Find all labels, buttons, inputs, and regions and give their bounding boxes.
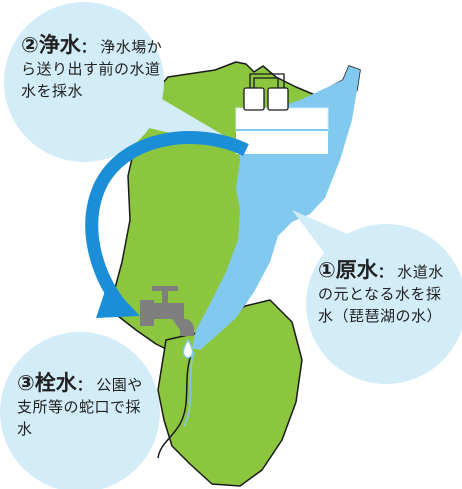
cycle-arrow-icon xyxy=(85,131,249,318)
label-tap-water: ③栓水：公園や支所等の蛇口で採水 xyxy=(17,372,153,440)
label-purified-water: ②浄水：浄水場から送り出す前の水道水を採水 xyxy=(21,34,167,102)
label-heading: ③栓水 xyxy=(17,371,77,395)
treatment-plant-icon xyxy=(235,73,329,154)
creek-line-inner xyxy=(183,351,195,427)
bubble-raw xyxy=(292,210,462,384)
label-separator: ： xyxy=(80,38,97,56)
label-body: 水道水の元となる水を採水（琵琶湖の水） xyxy=(318,263,444,325)
faucet-icon xyxy=(140,286,194,336)
label-separator: ： xyxy=(76,376,93,394)
label-body: 浄水場から送り出す前の水道水を採水 xyxy=(21,38,163,100)
bubble-tap xyxy=(0,332,160,489)
creek-line xyxy=(157,351,193,459)
label-body: 公園や支所等の蛇口で採水 xyxy=(17,376,143,438)
label-heading: ②浄水 xyxy=(21,33,81,57)
label-heading: ①原水 xyxy=(318,258,378,282)
water-drop-icon xyxy=(182,338,194,359)
label-separator: ： xyxy=(377,263,394,281)
label-raw-water: ①原水：水道水の元となる水を採水（琵琶湖の水） xyxy=(318,259,454,327)
